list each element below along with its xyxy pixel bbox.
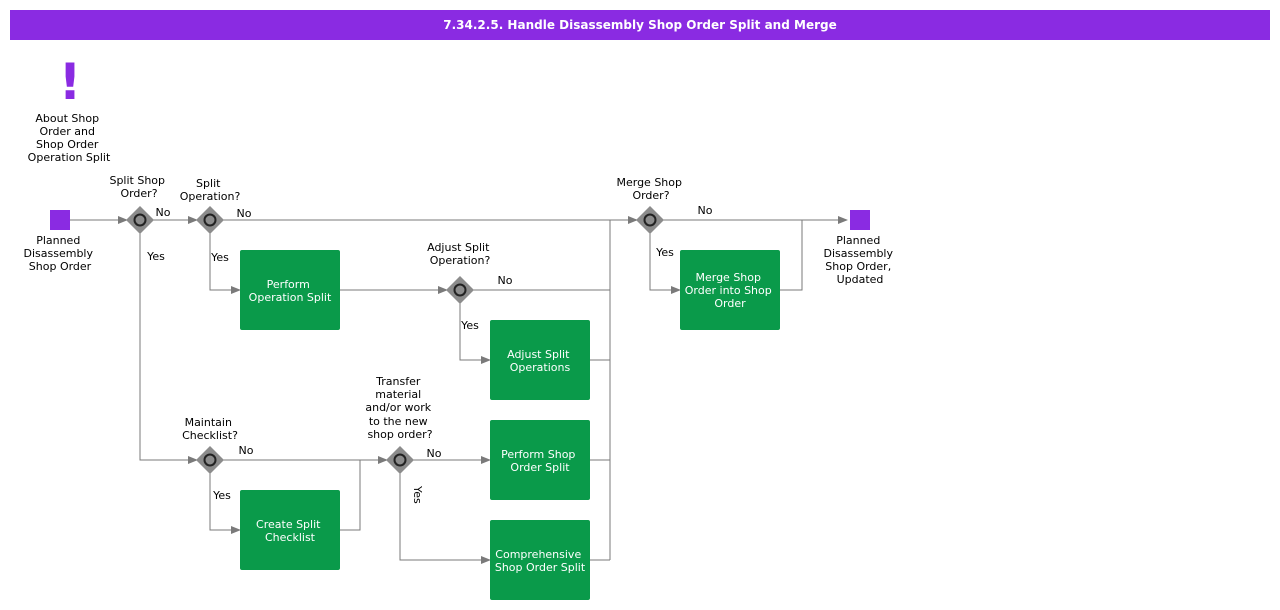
gateway-label: Split Operation?: [180, 177, 241, 203]
gateway-adjust-split-operation[interactable]: Adjust Split Operation?: [427, 241, 493, 304]
edge-merge-yes: [649, 233, 681, 294]
edge-split-operation-yes: [209, 233, 241, 294]
gateway-label: Maintain Checklist?: [182, 416, 238, 442]
gateway-split-operation[interactable]: Split Operation?: [180, 177, 241, 234]
task-label: Comprehensive Shop Order Split: [495, 548, 586, 574]
start-event-label: Planned Disassembly Shop Order: [24, 234, 97, 273]
title-bar: 7.34.2.5. Handle Disassembly Shop Order …: [10, 10, 1270, 40]
task-label: Adjust Split Operations: [507, 348, 573, 374]
gateway-label: Adjust Split Operation?: [427, 241, 493, 267]
task-perform-operation-split[interactable]: Perform Operation Split: [240, 250, 340, 330]
flow-label-no: No: [156, 206, 171, 219]
flow-label-no: No: [498, 274, 513, 287]
end-event[interactable]: Planned Disassembly Shop Order, Updated: [824, 210, 897, 286]
task-label: Perform Operation Split: [249, 278, 332, 304]
task-merge-shop-order[interactable]: Merge Shop Order into Shop Order: [680, 250, 780, 330]
info-note-label: About Shop Order and Shop Order Operatio…: [28, 112, 111, 164]
edge-transfer-yes: [399, 473, 491, 564]
flow-label-yes: Yes: [146, 250, 165, 263]
flow-label-yes: Yes: [210, 251, 229, 264]
task-label: Perform Shop Order Split: [501, 448, 579, 474]
edge-merge-task-out: [780, 220, 803, 291]
edge-checklist-yes: [209, 473, 241, 534]
flow-label-yes: Yes: [212, 489, 231, 502]
task-label: Create Split Checklist: [256, 518, 324, 544]
gateway-label: Split Shop Order?: [109, 174, 168, 200]
flow-label-yes: Yes: [655, 246, 674, 259]
flow-label-yes: Yes: [411, 485, 424, 504]
flow-label-yes: Yes: [460, 319, 479, 332]
flow-label-no: No: [239, 444, 254, 457]
task-perform-shop-order-split[interactable]: Perform Shop Order Split: [490, 420, 590, 500]
task-comprehensive-shop-order-split[interactable]: Comprehensive Shop Order Split: [490, 520, 590, 600]
page-title: 7.34.2.5. Handle Disassembly Shop Order …: [443, 18, 836, 32]
gateway-transfer-material[interactable]: Transfer material and/or work to the new…: [365, 375, 434, 474]
edge-checklist-task-out: [340, 460, 361, 531]
gateway-label: Transfer material and/or work to the new…: [365, 375, 434, 441]
end-event-label: Planned Disassembly Shop Order, Updated: [824, 234, 897, 286]
task-label: Merge Shop Order into Shop Order: [685, 271, 776, 310]
flow-label-no: No: [698, 204, 713, 217]
gateway-maintain-checklist[interactable]: Maintain Checklist?: [182, 416, 238, 474]
flow-label-no: No: [427, 447, 442, 460]
gateway-merge-shop-order[interactable]: Merge Shop Order?: [616, 176, 685, 234]
flow-labels: No No No No No No Yes Yes Yes Yes Yes Ye…: [146, 204, 713, 504]
flow-label-no: No: [237, 207, 252, 220]
task-create-split-checklist[interactable]: Create Split Checklist: [240, 490, 340, 570]
info-note[interactable]: ! About Shop Order and Shop Order Operat…: [28, 53, 111, 164]
flow-edges: [70, 216, 848, 564]
task-adjust-split-operations[interactable]: Adjust Split Operations: [490, 320, 590, 400]
gateway-split-shop-order[interactable]: Split Shop Order?: [109, 174, 168, 234]
edge-split-order-yes: [139, 233, 198, 464]
edge-adjust-yes: [459, 303, 491, 364]
gateway-label: Merge Shop Order?: [616, 176, 685, 202]
exclamation-icon: !: [59, 53, 82, 111]
start-event[interactable]: Planned Disassembly Shop Order: [24, 210, 97, 273]
